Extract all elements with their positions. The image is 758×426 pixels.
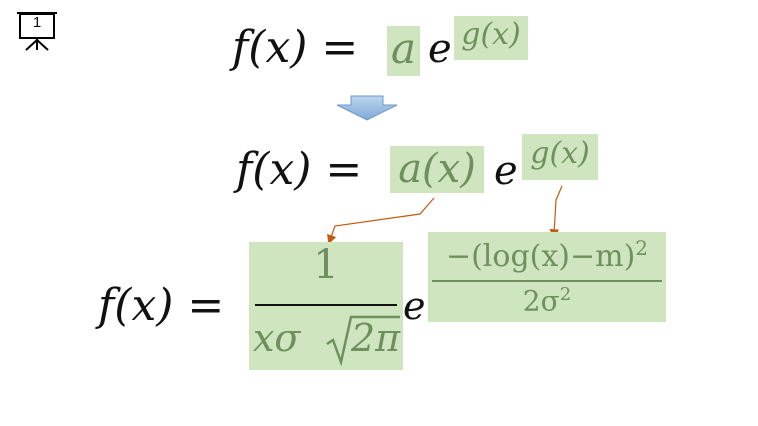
equation-3: f(x) = 1 xσ 2π e −(log(x)−m)2 2σ2 xyxy=(98,232,698,375)
exponent-g-of-x: g(x) xyxy=(454,16,528,60)
sqrt-content: 2π xyxy=(351,316,401,360)
fraction-numerator: 1 xyxy=(313,242,339,288)
connector-arrow-g xyxy=(549,185,563,239)
exponent-fraction-bar xyxy=(432,280,662,282)
slide-number: 1 xyxy=(32,14,42,31)
exponent-denominator: 2σ2 xyxy=(428,284,666,317)
exponent-fraction: −(log(x)−m)2 2σ2 xyxy=(428,232,666,322)
coefficient-fraction: 1 xσ 2π xyxy=(249,242,403,370)
coefficient-a: a xyxy=(387,26,420,76)
euler-e: e xyxy=(428,26,452,72)
down-arrow-icon xyxy=(336,95,398,121)
slide-number-icon: 1 xyxy=(14,10,60,54)
denominator-prefix: xσ xyxy=(253,316,301,360)
exponent-numerator: −(log(x)−m)2 xyxy=(428,236,666,274)
equation-3-lhs: f(x) = xyxy=(98,280,225,331)
exponent-numerator-text: −(log(x)−m) xyxy=(445,239,636,274)
exponent-numerator-power: 2 xyxy=(635,236,649,260)
sqrt-icon xyxy=(326,315,400,366)
connector-arrow-a xyxy=(327,197,435,245)
equation-2-lhs: f(x) = xyxy=(236,144,363,195)
exponent-denominator-text: 2σ xyxy=(522,284,560,318)
exponent-g-of-x: g(x) xyxy=(522,134,598,180)
fraction-bar xyxy=(255,304,397,306)
euler-e: e xyxy=(494,148,518,194)
euler-e: e xyxy=(403,284,426,328)
fraction-denominator: xσ 2π xyxy=(253,310,403,368)
equation-1-lhs: f(x) = xyxy=(232,22,359,73)
coefficient-a-of-x: a(x) xyxy=(390,146,484,193)
exponent-denominator-power: 2 xyxy=(559,284,572,305)
